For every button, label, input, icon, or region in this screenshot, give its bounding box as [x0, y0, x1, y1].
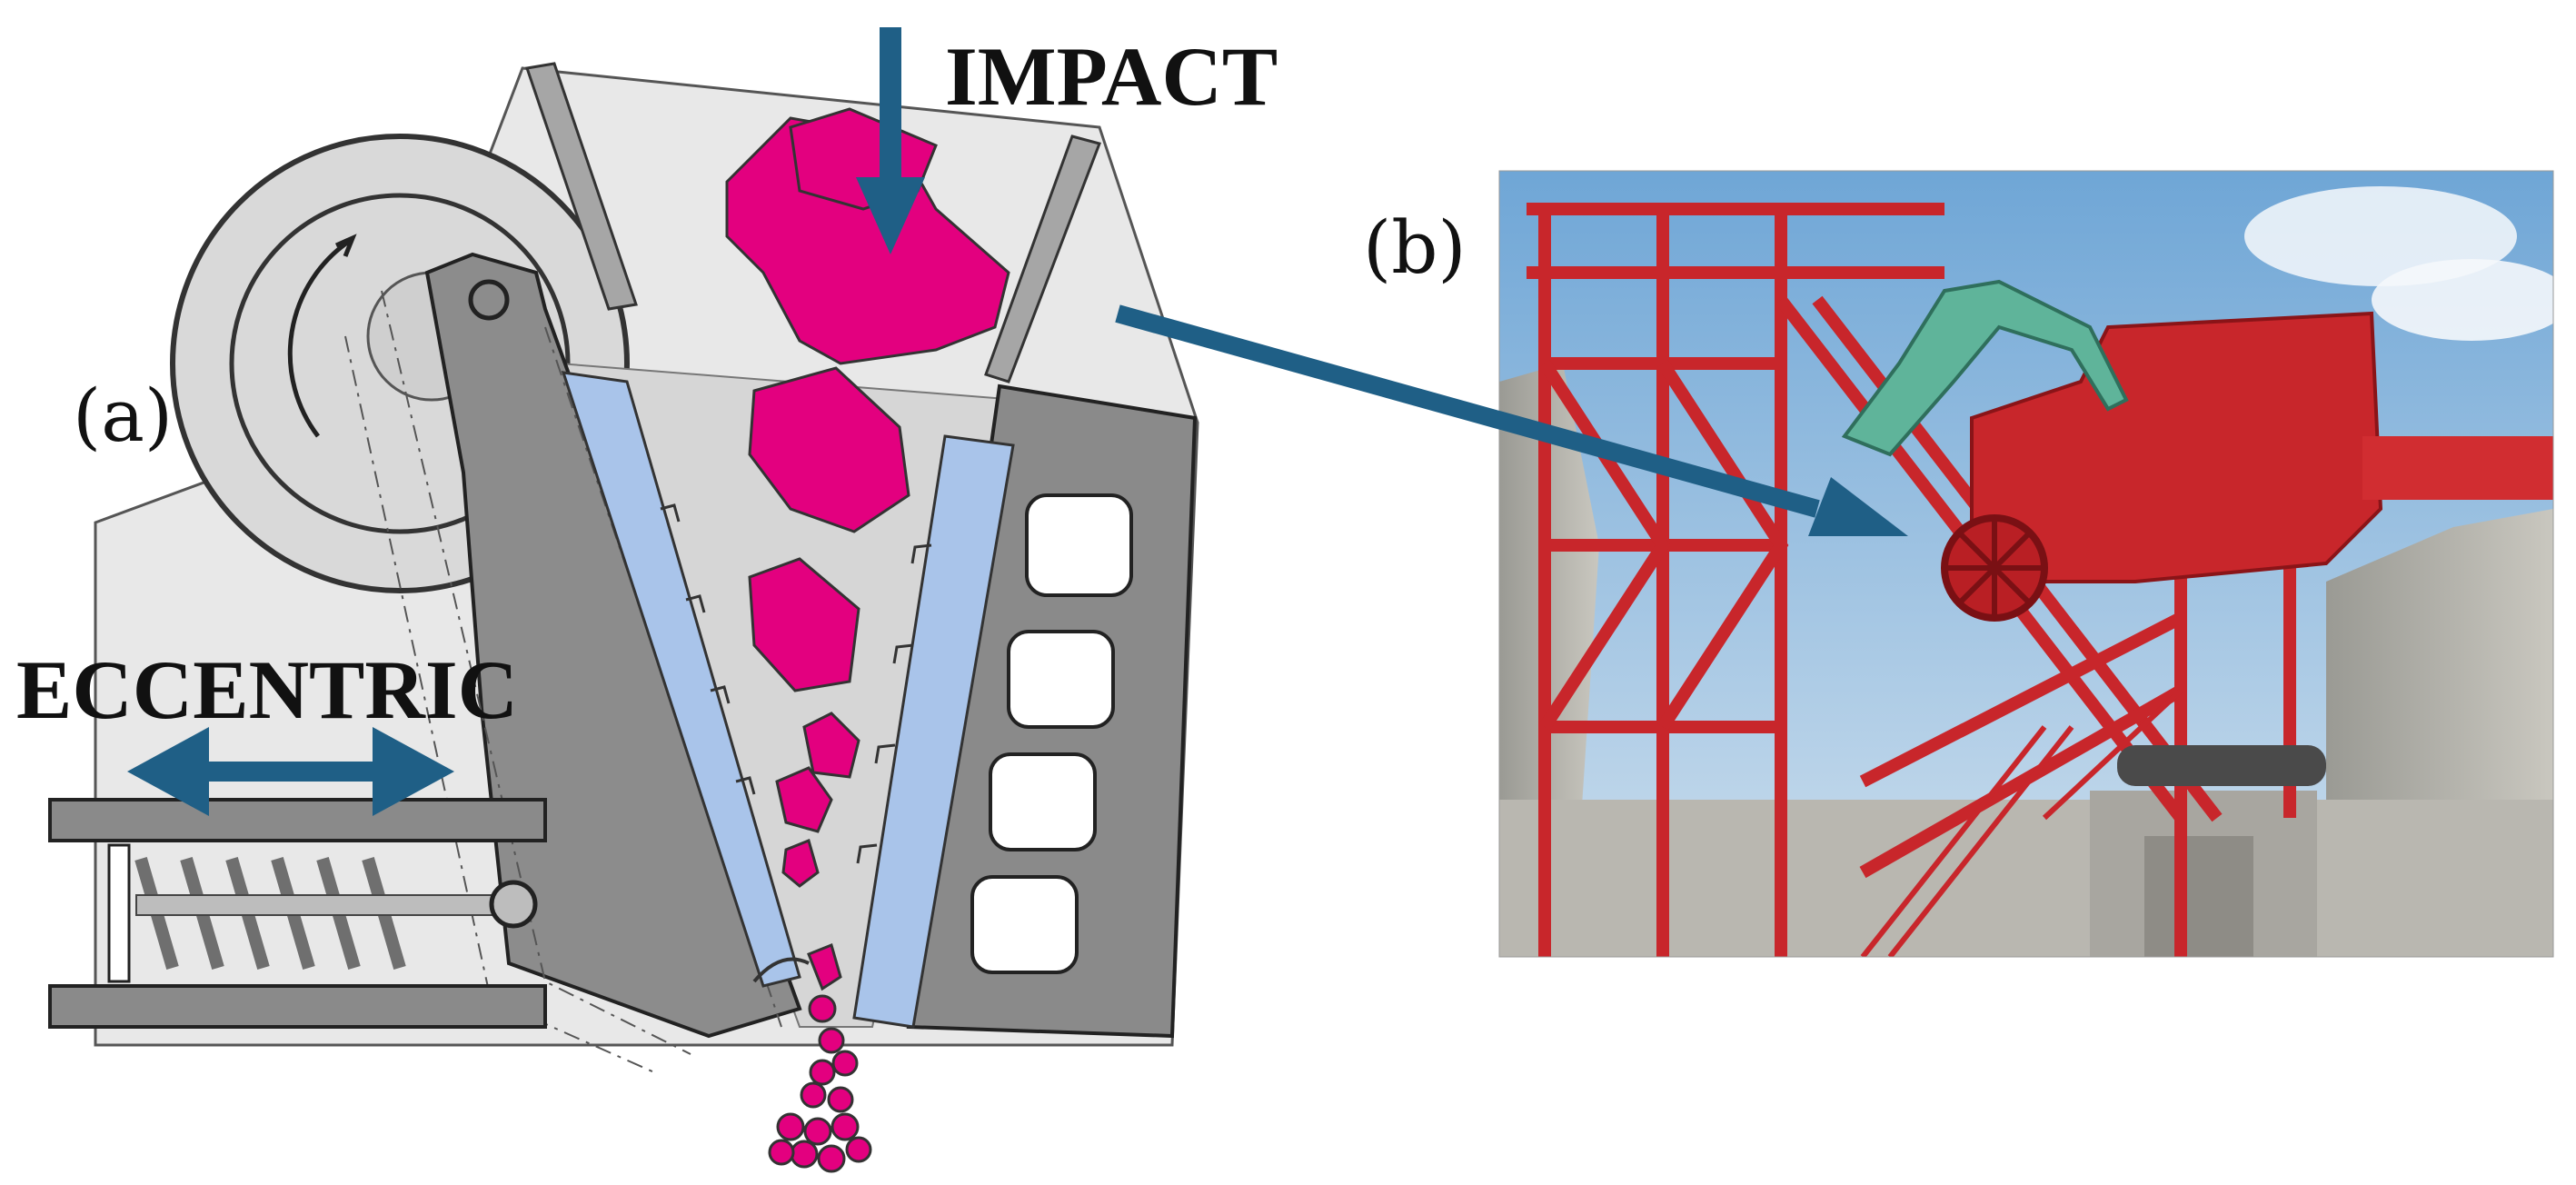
- chute-plate-right: [984, 134, 1101, 383]
- rock-particles: [725, 107, 1010, 1173]
- spring-housing: [107, 843, 131, 983]
- tension-rod: [135, 894, 510, 916]
- moving-jaw-liner: [561, 371, 801, 988]
- jaw-crusher-diagram: [48, 27, 1199, 1173]
- crusher-plant-photo: [1498, 170, 2554, 958]
- impact-label: IMPACT: [945, 30, 1278, 123]
- eccentric-label: ECCENTRIC: [16, 643, 518, 736]
- arrow-down-icon: [856, 27, 925, 254]
- rock-medium-2: [748, 557, 860, 692]
- eccentric-shaft: [468, 279, 510, 321]
- swing-motion-arrow: [752, 957, 810, 983]
- panel-a-label: (a): [73, 373, 173, 458]
- rock-small-3: [781, 838, 820, 888]
- liner-teeth-left: [660, 503, 756, 795]
- frame-windows: [970, 493, 1133, 974]
- rock-small-1: [802, 712, 860, 779]
- rock-small-4: [807, 942, 842, 991]
- arrow-right-icon: [1115, 304, 1908, 536]
- panel-b-label: (b): [1363, 205, 1467, 290]
- photo-excavator-arm: [1841, 279, 2129, 457]
- upper-rail: [48, 798, 547, 842]
- lower-rail: [48, 984, 547, 1029]
- rotation-arrow-icon: [287, 238, 352, 438]
- chute-plate-left: [525, 62, 638, 311]
- double-arrow-icon: [127, 727, 454, 816]
- liner-teeth-right: [856, 543, 932, 864]
- rock-medium-1: [748, 366, 910, 533]
- toggle-pin: [489, 880, 538, 929]
- fixed-jaw-liner: [852, 434, 1015, 1029]
- rock-small-2: [775, 766, 833, 833]
